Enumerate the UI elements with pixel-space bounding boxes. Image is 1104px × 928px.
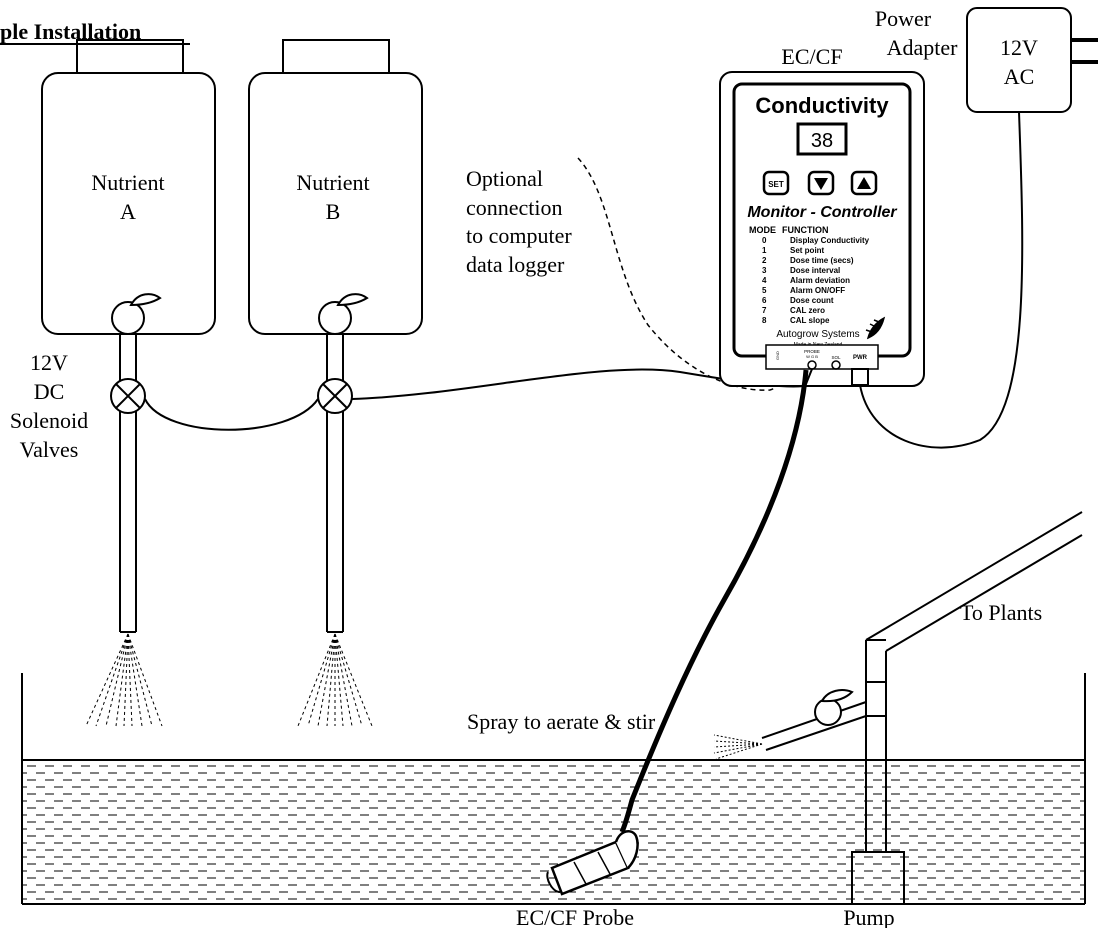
set-button-label: SET bbox=[768, 180, 784, 189]
mode-number: 8 bbox=[762, 316, 767, 325]
mode-function: Dose count bbox=[790, 296, 834, 305]
nutrient-spray-b bbox=[297, 633, 373, 727]
optional-label-line: Optional bbox=[466, 166, 543, 191]
mode-function: Display Conductivity bbox=[790, 236, 870, 245]
optional-label-line: data logger bbox=[466, 252, 565, 277]
mode-number: 4 bbox=[762, 276, 767, 285]
solenoid-valve-icon bbox=[110, 378, 146, 414]
aerate-spray bbox=[713, 734, 763, 760]
pwr-connector-label: PWR bbox=[853, 355, 868, 361]
valve-label-line: 12V bbox=[30, 350, 68, 375]
pump-assembly bbox=[761, 511, 1083, 905]
mode-number: 3 bbox=[762, 266, 767, 275]
mode-number: 0 bbox=[762, 236, 767, 245]
tank-b-label-line2: B bbox=[326, 199, 341, 224]
tank-a-label-line1: Nutrient bbox=[91, 170, 164, 195]
function-header: FUNCTION bbox=[782, 225, 829, 235]
gnd-label: GND bbox=[775, 351, 780, 360]
probe-pins-label: W G B bbox=[806, 354, 818, 359]
controller-heading: Conductivity bbox=[755, 93, 889, 118]
power-adapter: 12V AC bbox=[966, 7, 1098, 113]
down-button[interactable] bbox=[807, 170, 835, 196]
probe-cable-thin bbox=[805, 368, 813, 385]
probe-label: EC/CF Probe bbox=[516, 905, 634, 928]
mode-function: Dose time (secs) bbox=[790, 256, 854, 265]
probe-connector-label: PROBE bbox=[804, 349, 820, 354]
to-plants-label: To Plants bbox=[960, 600, 1042, 625]
solenoid-valves-label: 12V DC Solenoid Valves bbox=[10, 350, 88, 462]
mode-number: 1 bbox=[762, 246, 767, 255]
sol-connector-label: SOL bbox=[831, 355, 841, 360]
tap-icon bbox=[318, 293, 369, 335]
mode-function: Dose interval bbox=[790, 266, 840, 275]
valve-label-line: DC bbox=[34, 379, 65, 404]
nutrient-tank-a: Nutrient A bbox=[41, 39, 216, 633]
fern-logo-icon bbox=[865, 316, 886, 340]
ec-cf-controller: Conductivity 38 SET Monitor - Controller… bbox=[719, 71, 925, 387]
mode-number: 5 bbox=[762, 286, 767, 295]
brand-name: Autogrow Systems bbox=[776, 329, 859, 340]
triangle-down-icon bbox=[814, 178, 828, 190]
sol-socket bbox=[831, 360, 841, 370]
adapter-type: AC bbox=[1004, 64, 1035, 89]
nutrient-solution bbox=[23, 760, 1084, 903]
tap-icon bbox=[814, 689, 854, 726]
mode-function: Set point bbox=[790, 246, 825, 255]
adapter-voltage: 12V bbox=[1000, 35, 1038, 60]
set-button[interactable]: SET bbox=[762, 170, 790, 196]
reservoir bbox=[21, 673, 1086, 905]
mode-number: 2 bbox=[762, 256, 767, 265]
up-button[interactable] bbox=[850, 170, 878, 196]
power-cable bbox=[859, 111, 1024, 449]
mode-function: CAL slope bbox=[790, 316, 830, 325]
mode-function: CAL zero bbox=[790, 306, 825, 315]
nutrient-spray-a bbox=[85, 633, 163, 727]
valve-label-line: Valves bbox=[20, 437, 79, 462]
spray-label: Spray to aerate & stir bbox=[467, 709, 656, 734]
display-value: 38 bbox=[811, 130, 833, 152]
optional-label-line: to computer bbox=[466, 223, 572, 248]
power-adapter-label-line1: Power bbox=[875, 6, 932, 31]
mode-table: 0 Display Conductivity 1 Set point 2 Dos… bbox=[762, 236, 870, 325]
mode-header: MODE bbox=[749, 225, 776, 235]
power-adapter-label-line2: Adapter bbox=[887, 35, 959, 60]
triangle-up-icon bbox=[857, 177, 871, 189]
mode-number: 7 bbox=[762, 306, 767, 315]
optional-label-line: connection bbox=[466, 195, 563, 220]
optional-connection-label: Optional connection to computer data log… bbox=[466, 166, 572, 277]
tap-icon bbox=[111, 293, 162, 335]
valve-wire bbox=[144, 398, 319, 431]
controller-label: EC/CF bbox=[781, 44, 842, 69]
nutrient-tank-b: Nutrient B bbox=[248, 39, 423, 633]
tank-b-label-line1: Nutrient bbox=[296, 170, 369, 195]
ec-cf-probe bbox=[546, 829, 639, 896]
display-box bbox=[796, 122, 848, 156]
mode-function: Alarm ON/OFF bbox=[790, 286, 845, 295]
tank-a-label-line2: A bbox=[120, 199, 136, 224]
valve-label-line: Solenoid bbox=[10, 408, 88, 433]
pump-label: Pump bbox=[843, 905, 894, 928]
mode-function: Alarm deviation bbox=[790, 276, 850, 285]
connector-panel bbox=[765, 344, 879, 370]
solenoid-valve-icon bbox=[317, 378, 353, 414]
mode-number: 6 bbox=[762, 296, 767, 305]
controller-subtitle: Monitor - Controller bbox=[747, 204, 897, 221]
